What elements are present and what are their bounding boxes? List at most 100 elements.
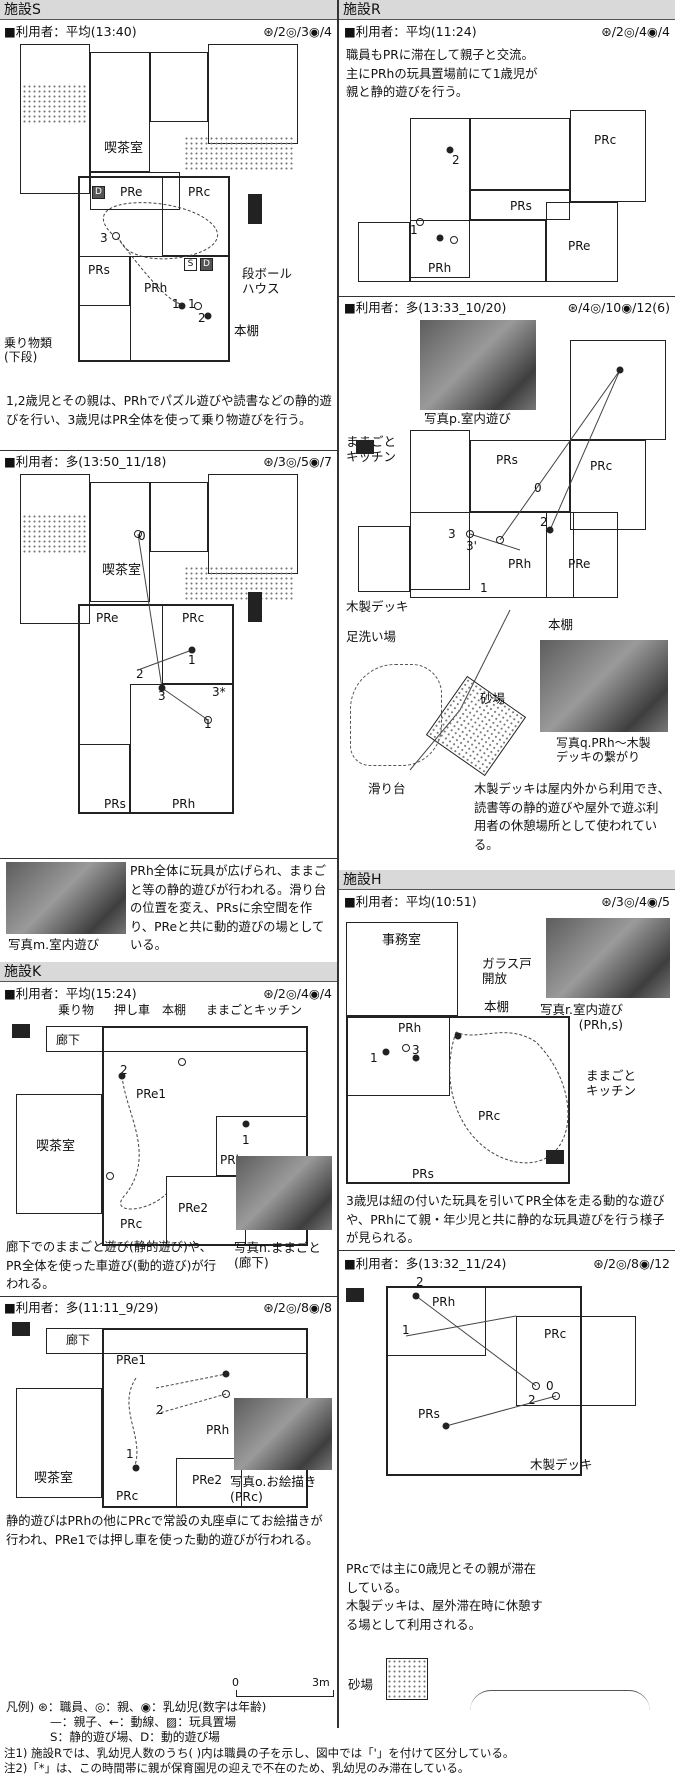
photo-n-caption: 写真n.ままごと (廊下) (234, 1240, 321, 1270)
movement-path (416, 146, 458, 244)
outdoor-blob (350, 664, 442, 766)
compass-icon (356, 440, 374, 454)
compass-icon (12, 1322, 30, 1336)
age-label: 1 (370, 1051, 378, 1065)
room-prh: PRh (206, 1423, 230, 1437)
dynamic-area-mark: D (200, 258, 213, 271)
photo-n (236, 1156, 332, 1230)
prc-room (570, 440, 646, 530)
shelf-label: 本棚 (162, 1003, 187, 1017)
room-pre1: PRe1 (116, 1353, 147, 1367)
age-label: 0 (546, 1379, 554, 1393)
room-prc: PRc (120, 1217, 143, 1231)
scale-zero: 0 (232, 1676, 239, 1689)
photo-o-caption: 写真o.お絵描き (PRc) (230, 1474, 317, 1504)
outdoor-fence (470, 1690, 650, 1711)
facility-k-header: 施設K (0, 962, 337, 982)
room-block (358, 526, 410, 592)
age-label: 3 (158, 689, 166, 703)
facility-k-busy-caption: 静的遊びはPRhの他にPRcで常設の丸座卓にてお絵描きが行われ、PRe1では押し… (6, 1514, 323, 1547)
movement-path (134, 530, 212, 724)
movement-path (128, 1370, 230, 1472)
room-block (470, 118, 570, 190)
room-block (20, 44, 90, 194)
divider (0, 858, 337, 859)
age-label: 1 (172, 297, 180, 311)
deck-label: 木製デッキ (346, 599, 409, 614)
pr-block (346, 1016, 570, 1184)
room-block (410, 430, 470, 590)
age-label: 0 (534, 481, 542, 495)
divider (0, 1296, 337, 1297)
divider (339, 296, 675, 297)
facility-h-avg-floorplan: 事務室 PRh PRc PRs ガラス戸 開放 本棚 ままごと キッチン 1 3 (346, 912, 670, 1192)
dotted-area (22, 84, 88, 124)
facility-s-avg-user-label: ■利用者：平均(13:40) ⊛/2◎/3◉/4 (4, 24, 332, 40)
age-label: 0 (138, 529, 146, 543)
compass-icon (546, 1150, 564, 1164)
compass-icon (248, 592, 262, 622)
prh-room (410, 220, 546, 282)
room-prh: PRh (172, 797, 196, 811)
scale-bar (236, 1690, 334, 1697)
movement-path (405, 1292, 560, 1430)
note-2: 注2)「*」は、この時間帯に親が保育園児の迎えで不在のため、乳幼児のみ滞在してい… (4, 1761, 470, 1775)
cafe-label: 喫茶室 (102, 563, 142, 578)
room-block (150, 482, 208, 552)
facility-r-avg-caption: 職員もPRに滞在して親子と交流。主にPRhの玩具置場前にて1歳児が親と静的遊びを… (346, 48, 538, 99)
age-label: 3* (212, 685, 226, 699)
user-counts: ⊛/3◎/4◉/5 (601, 894, 670, 909)
movement-path (106, 1058, 250, 1210)
bookshelf-label: 本棚 (234, 323, 260, 338)
room-pre1: PRe1 (136, 1087, 167, 1101)
pre2-room (176, 1458, 242, 1508)
kitchen-label: ままごとキッチン (206, 1003, 303, 1017)
prc-room (516, 1316, 636, 1406)
compass-icon (346, 1288, 364, 1302)
age-label: 1 (204, 717, 212, 731)
age-label: 2 (156, 1403, 164, 1417)
note-1: 注1) 施設Rでは、乳幼児人数のうち( )内は職員の子を示し、図中では「'」を付… (4, 1746, 515, 1760)
facility-k-busy-user-label: ■利用者：多(11:11_9/29) ⊛/2◎/8◉/8 (4, 1300, 332, 1316)
photo-p (420, 320, 536, 410)
cafe-label: 喫茶室 (36, 1139, 76, 1154)
prh-room (346, 1016, 450, 1096)
push-cart-label: 押し車 (114, 1003, 151, 1017)
age-label: 2 (198, 311, 206, 325)
room-prs: PRs (496, 453, 518, 467)
movement-path (409, 366, 624, 771)
room-pre: PRe (568, 557, 591, 571)
legend-line1: 凡例) ⊛：職員、◎：親、◉：乳幼児(数字は年齢) (6, 1700, 267, 1714)
user-counts: ⊛/3◎/5◉/7 (263, 454, 332, 469)
compass-icon (248, 194, 262, 224)
facility-r-header: 施設R (339, 0, 675, 20)
age-label: 2 (540, 515, 548, 529)
facility-r-avg-floorplan: PRc PRs PRe PRh 2 1 (350, 110, 668, 290)
room-block (90, 52, 150, 172)
legend-line2: —：親子、←：動線、▨：玩具置場 (50, 1715, 237, 1729)
prc-room (570, 110, 646, 202)
user-label-text: ■利用者：平均(10:51) (344, 894, 477, 909)
bookshelf-label: 本棚 (548, 617, 574, 632)
divider (339, 1250, 675, 1251)
room-block (90, 482, 150, 602)
age-label: 1 (188, 297, 196, 311)
room-block (20, 474, 90, 624)
room-prh: PRh (398, 1021, 422, 1035)
age-label: 2 (528, 1393, 536, 1407)
facility-h-avg-caption: 3歳児は紐の付いた玩具を引いてPR全体を走る動的な遊びや、PRhにて親・年少児と… (346, 1194, 665, 1245)
age-label: 3' (466, 539, 477, 553)
room-prs: PRs (510, 199, 532, 213)
pr-block (386, 1286, 582, 1476)
sandbox-label: 砂場 (480, 691, 506, 706)
deck-label: 木製デッキ (530, 1457, 593, 1472)
facility-k-avg-user-label: ■利用者：平均(15:24) ⊛/2◎/4◉/4 (4, 986, 332, 1002)
compass-icon (12, 1024, 30, 1038)
column-divider (337, 0, 339, 1728)
room-prh: PRh (144, 281, 168, 295)
user-counts: ⊛/2◎/3◉/4 (263, 24, 332, 39)
facility-r-busy-floorplan: PRs PRc PRh PRe 3 3' 2 1 0 (350, 330, 668, 870)
room-prs: PRs (412, 1167, 434, 1181)
dynamic-area-mark: D (92, 186, 105, 199)
photo-m-caption: 写真m.室内遊び (8, 937, 100, 952)
